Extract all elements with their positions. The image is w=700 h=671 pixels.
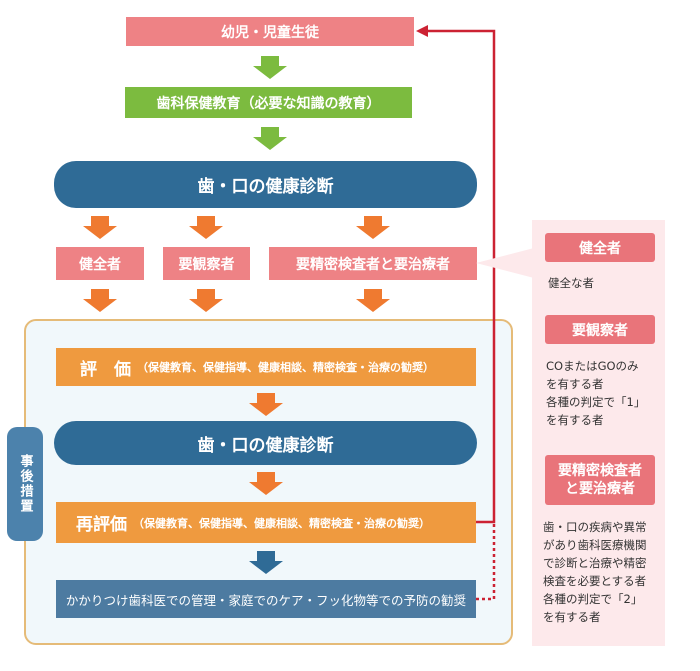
- checkup-box: 歯・口の健康診断: [54, 161, 477, 208]
- category-treat-label: 要精密検査者と要治療者: [296, 256, 450, 273]
- category-treat: 要精密検査者と要治療者: [269, 247, 477, 280]
- note-line: 健全な者: [548, 276, 594, 290]
- evaluation-detail: （保健教育、保健指導、健康相談、精密検査・治療の勧奨）: [137, 361, 434, 374]
- target-box: 幼児・児童生徒: [126, 17, 414, 46]
- arrow-down-orange-5: [189, 289, 223, 312]
- note-healthy-head: 健全者: [545, 233, 655, 262]
- category-healthy-label: 健全者: [79, 256, 121, 273]
- note-treat-head: 要精密検査者 と要治療者: [545, 455, 655, 505]
- note-line: を有する者: [546, 377, 604, 391]
- reevaluation-title: 再評価: [76, 515, 127, 535]
- side-panel: [532, 220, 665, 646]
- arrow-down-orange-6: [356, 289, 390, 312]
- reevaluation-detail: （保健教育、保健指導、健康相談、精密検査・治療の勧奨）: [133, 516, 430, 530]
- note-line: があり歯科医療機関: [543, 538, 647, 552]
- home-care-box: かかりつけ歯科医での管理・家庭でのケア・フッ化物等での予防の勧奨: [56, 580, 476, 618]
- note-treat-head-line-2: と要治療者: [565, 481, 635, 497]
- arrow-down-orange-4: [83, 289, 117, 312]
- note-healthy-text: 健全な者: [548, 274, 594, 292]
- checkup-again-label: 歯・口の健康診断: [197, 435, 334, 456]
- education-label: 歯科保健教育（必要な知識の教育）: [156, 95, 381, 112]
- arrow-down-orange-2: [189, 216, 223, 239]
- note-line: 各種の判定で「1」: [546, 395, 646, 409]
- note-observe-head: 要観察者: [545, 315, 655, 344]
- note-line: を有する者: [546, 413, 604, 427]
- category-healthy: 健全者: [56, 247, 144, 280]
- note-observe-text: COまたはGOのみ を有する者 各種の判定で「1」 を有する者: [546, 357, 645, 429]
- note-line: で診断と治療や精密: [543, 556, 647, 570]
- arrow-down-orange-1: [83, 216, 117, 239]
- arrow-down-orange-3: [356, 216, 390, 239]
- checkup-label: 歯・口の健康診断: [197, 177, 334, 197]
- arrow-down-green-2: [253, 127, 287, 150]
- arrow-down-green-1: [253, 56, 287, 79]
- education-box: 歯科保健教育（必要な知識の教育）: [125, 87, 412, 118]
- note-line: COまたはGOのみ: [546, 359, 639, 373]
- note-treat-head-line-1: 要精密検査者: [558, 463, 642, 479]
- note-treat-text: 歯・口の疾病や異常 があり歯科医療機関 で診断と治療や精密 検査を必要とする者 …: [543, 518, 647, 626]
- reevaluation-box: 再評価 （保健教育、保健指導、健康相談、精密検査・治療の勧奨）: [56, 502, 476, 543]
- category-observe-label: 要観察者: [178, 256, 235, 273]
- note-line: を有する者: [543, 610, 601, 624]
- target-label: 幼児・児童生徒: [221, 24, 319, 41]
- evaluation-title: 評 価: [80, 359, 131, 380]
- home-care-label: かかりつけ歯科医での管理・家庭でのケア・フッ化物等での予防の勧奨: [65, 592, 467, 608]
- followup-label: 事後措置: [7, 427, 43, 541]
- note-line: 歯・口の疾病や異常: [543, 520, 647, 534]
- note-line: 各種の判定で「2」: [543, 592, 643, 606]
- checkup-again-box: 歯・口の健康診断: [54, 421, 477, 465]
- category-observe: 要観察者: [163, 247, 250, 280]
- evaluation-box: 評 価 （保健教育、保健指導、健康相談、精密検査・治療の勧奨）: [56, 348, 476, 386]
- side-panel-pointer: [476, 248, 534, 278]
- note-line: 検査を必要とする者: [543, 574, 647, 588]
